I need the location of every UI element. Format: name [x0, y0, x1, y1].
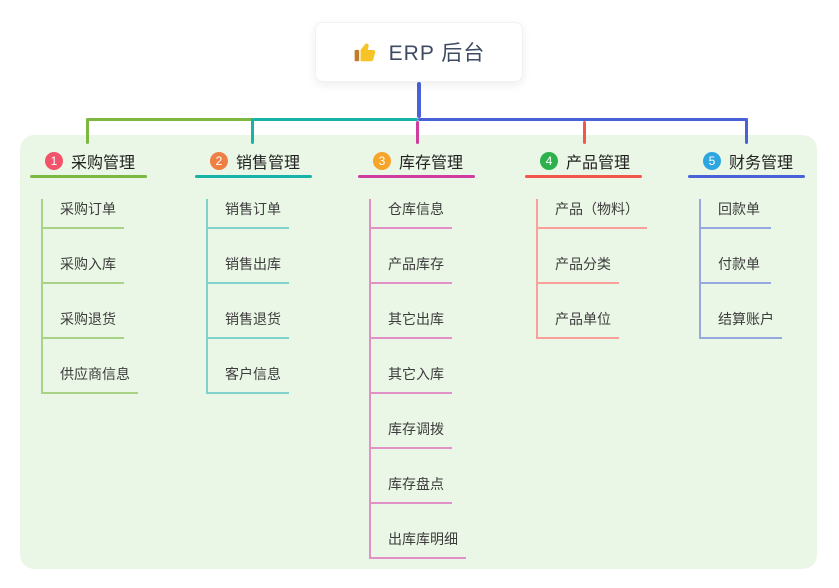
leaf-node[interactable]: 产品分类 — [538, 254, 619, 284]
group-panel — [20, 135, 817, 569]
leaf-node[interactable]: 结算账户 — [701, 309, 782, 339]
branch-badge: 1 — [45, 152, 63, 170]
connector-root-vertical — [417, 82, 421, 118]
branch-label: 财务管理 — [729, 155, 794, 172]
connector-horizontal-purchase — [87, 118, 253, 121]
leaf-node[interactable]: 供应商信息 — [43, 364, 138, 394]
leaf-node[interactable]: 销售退货 — [208, 309, 289, 339]
leaf-node[interactable]: 销售出库 — [208, 254, 289, 284]
connector-drop-sales — [251, 118, 254, 144]
root-label: ERP 后台 — [388, 42, 486, 65]
branch-badge: 4 — [540, 152, 558, 170]
leaf-node[interactable]: 采购订单 — [43, 199, 124, 229]
thumbs-up-icon — [353, 39, 379, 65]
branch-underline — [195, 175, 312, 178]
branch-label: 产品管理 — [566, 155, 631, 172]
branch-product: 4 产品管理 产品（物料） 产品分类 产品单位 — [525, 150, 665, 339]
connector-drop-inventory — [416, 121, 419, 144]
branch-purchase: 1 采购管理 采购订单 采购入库 采购退货 供应商信息 — [30, 150, 170, 394]
connector-horizontal-sales — [253, 118, 418, 121]
leaf-node[interactable]: 客户信息 — [208, 364, 289, 394]
branch-children: 产品（物料） 产品分类 产品单位 — [536, 199, 647, 339]
branch-badge: 5 — [703, 152, 721, 170]
branch-label: 销售管理 — [236, 155, 301, 172]
branch-label: 库存管理 — [399, 155, 464, 172]
branch-inventory: 3 库存管理 仓库信息 产品库存 其它出库 其它入库 库存调拨 库存盘点 出库库… — [358, 150, 498, 559]
leaf-node[interactable]: 仓库信息 — [371, 199, 452, 229]
branch-label: 采购管理 — [71, 155, 136, 172]
branch-underline — [30, 175, 147, 178]
branch-children: 仓库信息 产品库存 其它出库 其它入库 库存调拨 库存盘点 出库库明细 — [369, 199, 466, 559]
branch-finance: 5 财务管理 回款单 付款单 结算账户 — [688, 150, 828, 339]
branch-badge: 3 — [373, 152, 391, 170]
leaf-node[interactable]: 其它入库 — [371, 364, 452, 394]
branch-underline — [525, 175, 642, 178]
branch-node-sales[interactable]: 2 销售管理 — [195, 150, 335, 172]
leaf-node[interactable]: 采购退货 — [43, 309, 124, 339]
branch-sales: 2 销售管理 销售订单 销售出库 销售退货 客户信息 — [195, 150, 335, 394]
leaf-node[interactable]: 库存盘点 — [371, 474, 452, 504]
branch-node-inventory[interactable]: 3 库存管理 — [358, 150, 498, 172]
branch-node-finance[interactable]: 5 财务管理 — [688, 150, 828, 172]
leaf-node[interactable]: 出库库明细 — [371, 529, 466, 559]
branch-badge: 2 — [210, 152, 228, 170]
connector-horizontal-finance — [418, 118, 748, 121]
leaf-node[interactable]: 库存调拨 — [371, 419, 452, 449]
leaf-node[interactable]: 回款单 — [701, 199, 771, 229]
leaf-node[interactable]: 产品（物料） — [538, 199, 647, 229]
branch-node-product[interactable]: 4 产品管理 — [525, 150, 665, 172]
leaf-node[interactable]: 采购入库 — [43, 254, 124, 284]
leaf-node[interactable]: 付款单 — [701, 254, 771, 284]
leaf-node[interactable]: 产品库存 — [371, 254, 452, 284]
leaf-node[interactable]: 产品单位 — [538, 309, 619, 339]
leaf-node[interactable]: 销售订单 — [208, 199, 289, 229]
branch-node-purchase[interactable]: 1 采购管理 — [30, 150, 170, 172]
branch-children: 采购订单 采购入库 采购退货 供应商信息 — [41, 199, 138, 394]
leaf-node[interactable]: 其它出库 — [371, 309, 452, 339]
connector-drop-product — [583, 121, 586, 144]
branch-children: 回款单 付款单 结算账户 — [699, 199, 782, 339]
branch-underline — [358, 175, 475, 178]
branch-underline — [688, 175, 805, 178]
connector-drop-purchase — [86, 118, 89, 144]
branch-children: 销售订单 销售出库 销售退货 客户信息 — [206, 199, 289, 394]
root-node-erp[interactable]: ERP 后台 — [315, 22, 523, 82]
connector-drop-finance — [745, 118, 748, 144]
